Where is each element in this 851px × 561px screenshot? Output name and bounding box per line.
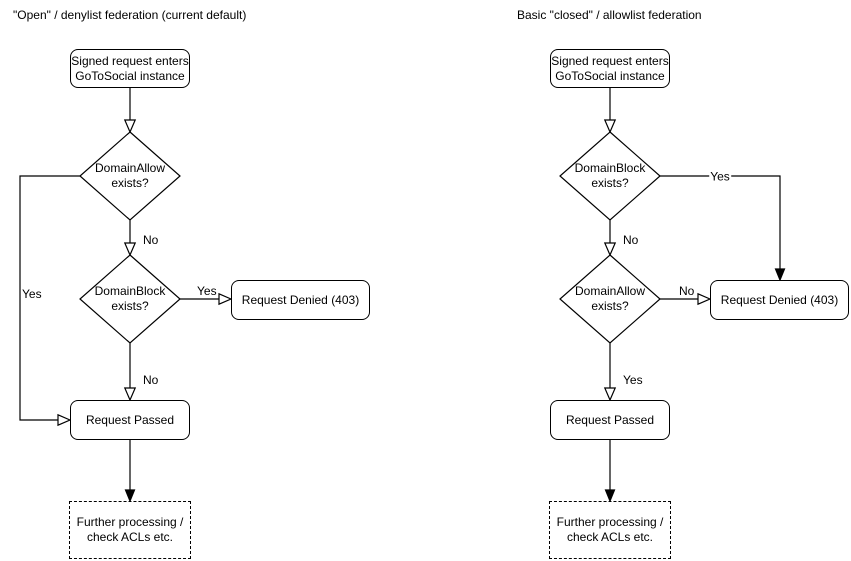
left-passed-node: Request Passed bbox=[70, 400, 190, 440]
left-label-allow-yes: Yes bbox=[21, 287, 43, 301]
left-chart-shapes bbox=[19, 88, 233, 503]
decision-diamond-left-allow bbox=[79, 131, 181, 221]
arrowhead-left-allow-in bbox=[123, 119, 137, 134]
left-denied-node: Request Denied (403) bbox=[231, 280, 370, 320]
arrowhead-right-denied-in bbox=[697, 292, 712, 306]
arrowhead-left-passed-side-in bbox=[57, 413, 72, 427]
edge-right-block-yes bbox=[660, 175, 781, 269]
arrowhead-right-allow-in bbox=[603, 242, 617, 257]
arrowhead-left-block-in bbox=[123, 242, 137, 257]
right-passed-node: Request Passed bbox=[550, 400, 670, 440]
right-label-block-no: No bbox=[622, 233, 640, 247]
right-start-node: Signed request enters GoToSocial instanc… bbox=[550, 49, 670, 88]
right-chart-shapes bbox=[559, 88, 786, 503]
decision-diamond-right-block bbox=[559, 131, 661, 221]
right-further-node: Further processing / check ACLs etc. bbox=[549, 501, 671, 559]
left-label-block-yes: Yes bbox=[196, 284, 218, 298]
left-label-block-no: No bbox=[142, 373, 160, 387]
left-start-node: Signed request enters GoToSocial instanc… bbox=[70, 49, 190, 88]
left-label-allow-no: No bbox=[142, 233, 160, 247]
edge-left-allow-yes bbox=[19, 175, 80, 421]
right-denied-node: Request Denied (403) bbox=[710, 280, 849, 320]
decision-diamond-left-block bbox=[79, 254, 181, 344]
arrowhead-right-further-in bbox=[604, 489, 616, 503]
arrowhead-left-further-in bbox=[124, 489, 136, 503]
right-label-allow-yes: Yes bbox=[622, 373, 644, 387]
left-further-node: Further processing / check ACLs etc. bbox=[69, 501, 191, 559]
right-label-block-yes: Yes bbox=[709, 169, 731, 184]
left-chart-title: "Open" / denylist federation (current de… bbox=[13, 8, 247, 22]
arrowhead-left-denied-in bbox=[218, 292, 233, 306]
arrowhead-right-block-in bbox=[603, 119, 617, 134]
right-label-allow-no: No bbox=[678, 284, 696, 298]
arrowhead-left-passed-in bbox=[123, 387, 137, 402]
decision-diamond-right-allow bbox=[559, 254, 661, 344]
arrowhead-right-passed-in bbox=[603, 387, 617, 402]
right-chart-title: Basic "closed" / allowlist federation bbox=[517, 8, 702, 22]
arrowhead-right-denied-top-in bbox=[774, 268, 786, 282]
